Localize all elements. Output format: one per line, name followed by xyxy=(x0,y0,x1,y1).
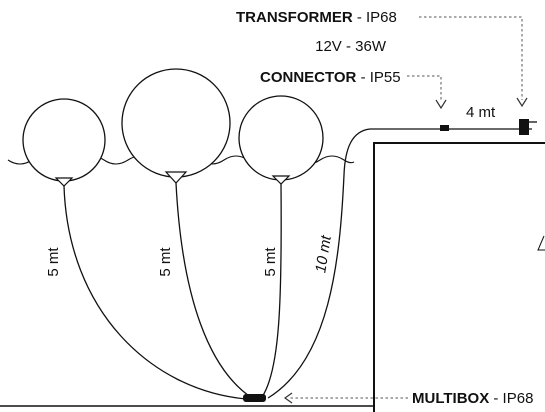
connector-leader-line xyxy=(407,75,442,101)
connector-name: CONNECTOR xyxy=(260,69,357,86)
multibox-label: MULTIBOX - IP68 xyxy=(412,390,533,407)
connector-rating: - IP55 xyxy=(356,69,400,86)
cable-sphere-3 xyxy=(261,183,282,398)
transformer-block xyxy=(519,119,529,135)
multibox-name: MULTIBOX xyxy=(412,390,489,407)
transformer-name: TRANSFORMER xyxy=(236,9,353,26)
transformer-leader-arrow xyxy=(516,97,528,108)
cable-length-label-3: 5 mt xyxy=(262,247,279,277)
floating-light-sphere-2 xyxy=(121,68,231,184)
cable-length-label-1: 5 mt xyxy=(45,247,62,277)
floating-light-sphere-3 xyxy=(238,95,324,185)
multibox-block xyxy=(243,394,266,402)
cable-length-label-2: 5 mt xyxy=(157,247,174,277)
cable-main xyxy=(267,128,532,399)
transformer-spec: 12V - 36W xyxy=(315,38,387,55)
connector-block xyxy=(440,125,449,131)
connector-leader-arrow xyxy=(435,99,447,110)
connector-label: CONNECTOR - IP55 xyxy=(260,69,401,86)
pool-wall xyxy=(373,142,545,412)
cable-sphere-2 xyxy=(175,182,253,399)
transformer-label: TRANSFORMER - IP68 xyxy=(236,9,397,26)
wall-mark xyxy=(537,235,545,251)
multibox-leader-arrow xyxy=(283,392,293,404)
cable-length-label-4: 10 mt xyxy=(312,234,335,275)
multibox-rating: - IP68 xyxy=(489,390,533,407)
distance-label-4mt: 4 mt xyxy=(466,104,496,121)
floating-light-sphere-1 xyxy=(22,98,106,187)
cable-sphere-1 xyxy=(63,185,247,400)
transformer-rating: - IP68 xyxy=(353,9,397,26)
transformer-leader-line xyxy=(419,16,523,100)
